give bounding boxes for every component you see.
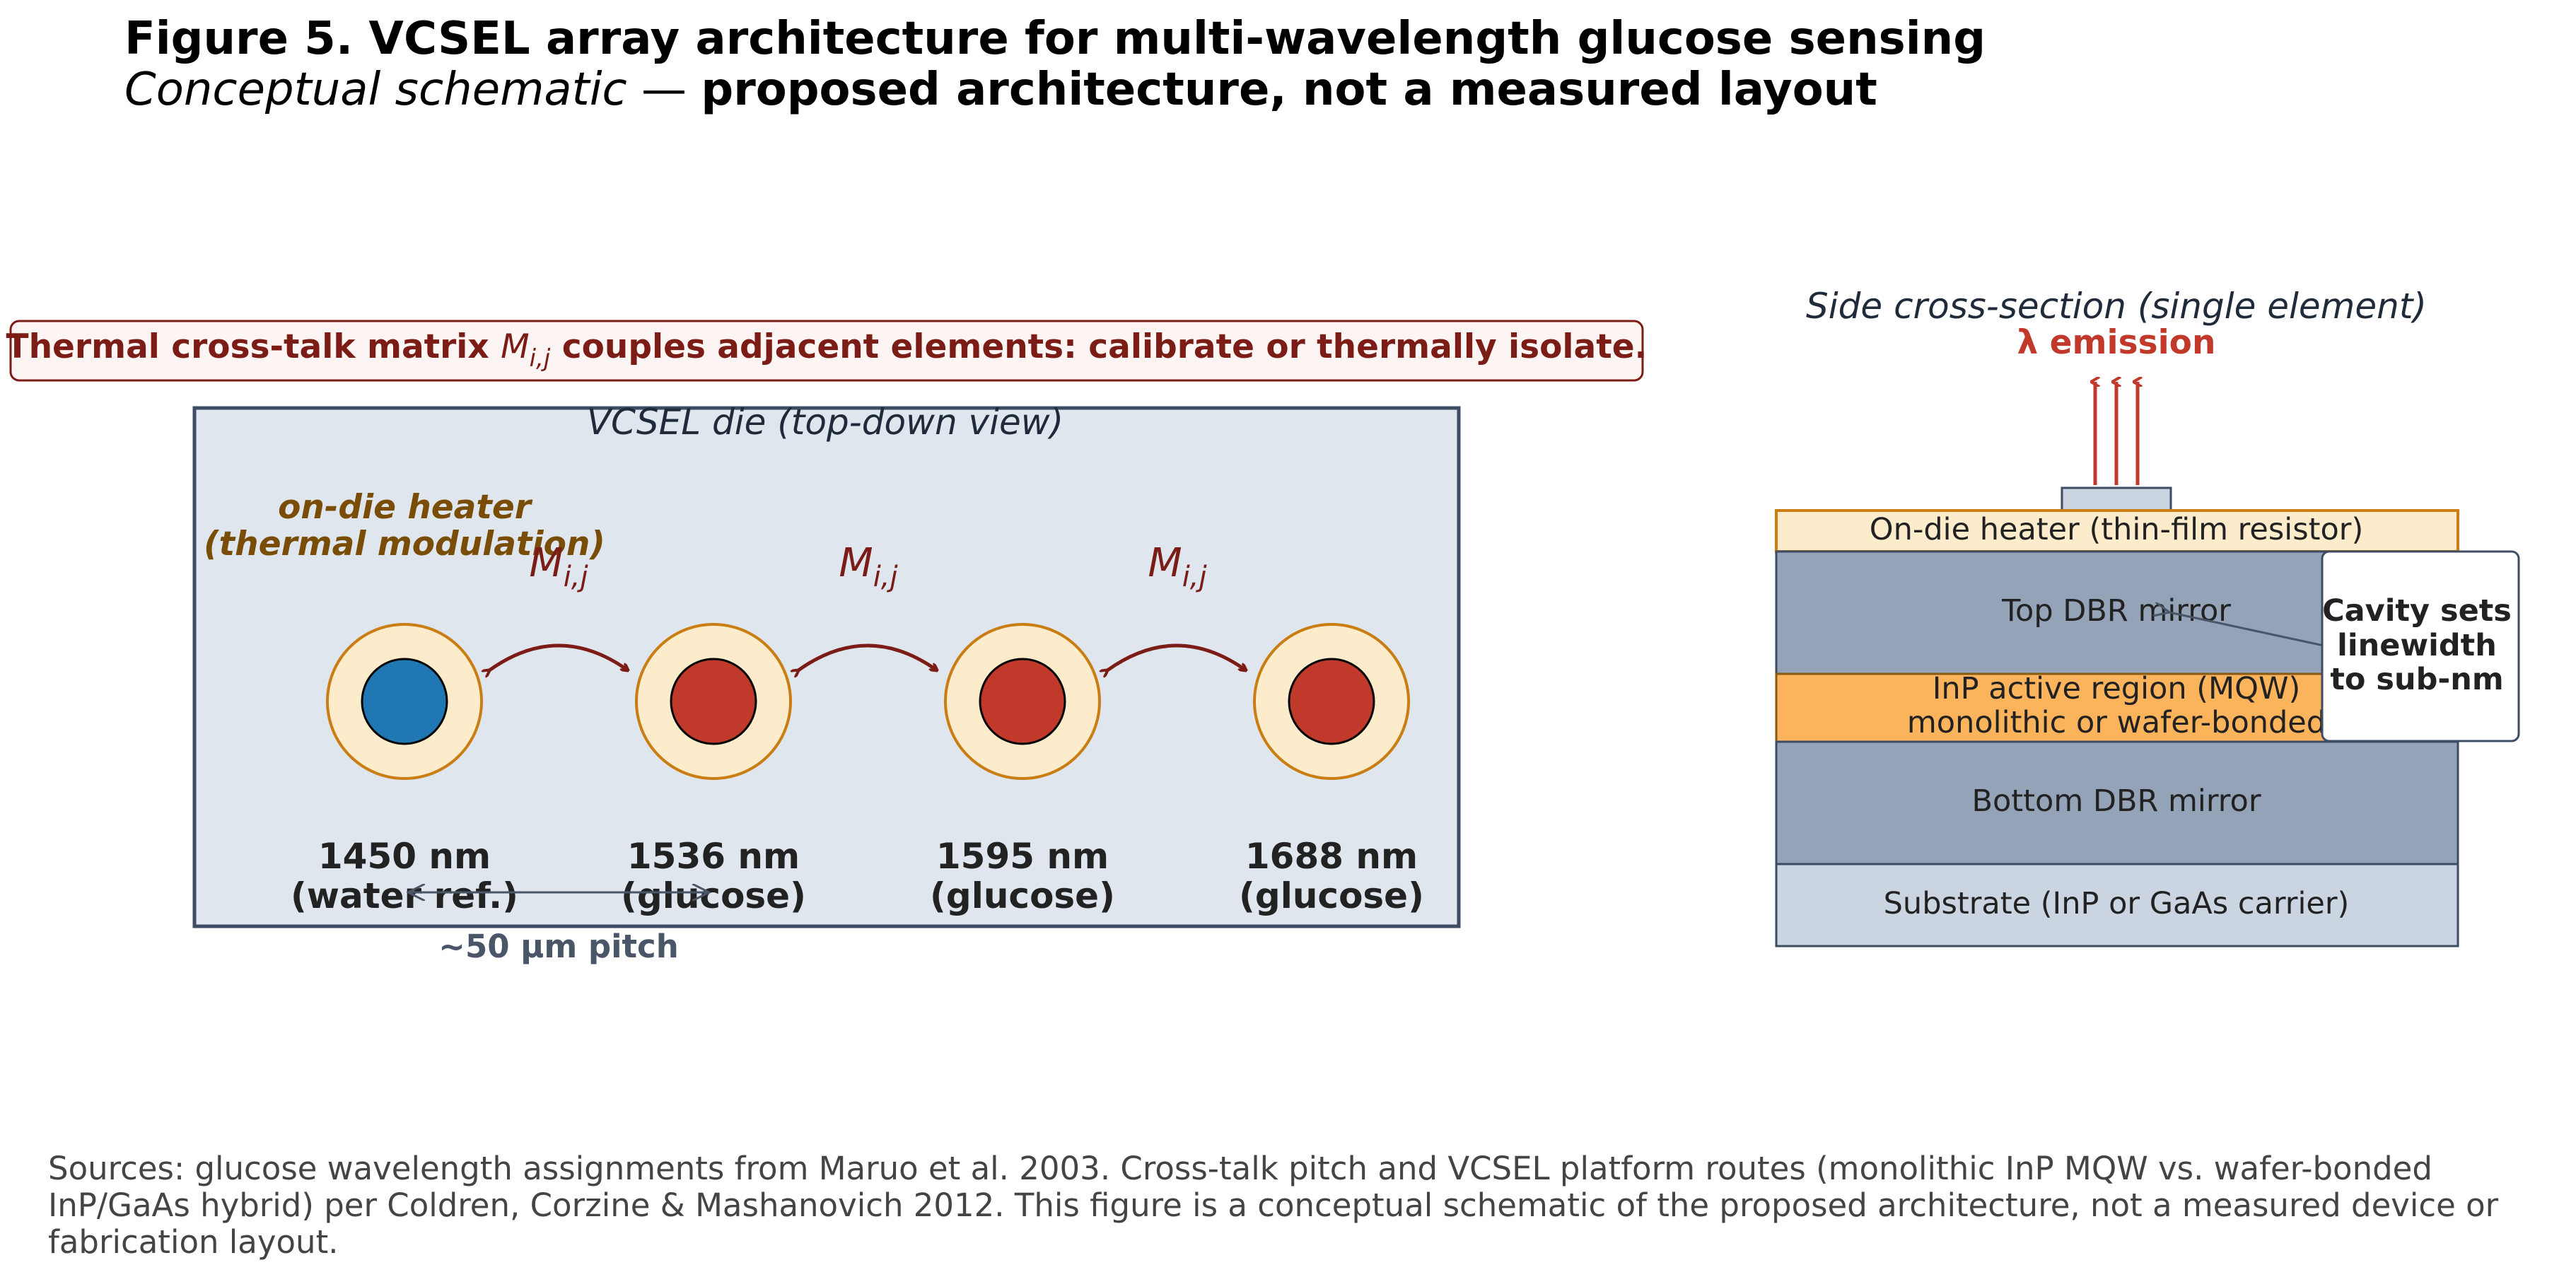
subtitle-dash: — (627, 64, 701, 116)
sources-line1: Sources: glucose wavelength assignments … (48, 1150, 2432, 1187)
coupling-arrow (798, 643, 937, 670)
wavelength-label: 1688 nm (1245, 836, 1418, 877)
wavelength-label: 1536 nm (627, 836, 800, 877)
coupling-arrow (1107, 643, 1246, 670)
heater-label-line1: on-die heater (278, 488, 533, 527)
top-dbr-label: Top DBR mirror (2001, 593, 2231, 629)
role-label: (glucose) (621, 875, 806, 916)
callout-line3: to sub-nm (2330, 662, 2503, 697)
vcsel-element: 1688 nm (glucose) (1239, 623, 1424, 916)
substrate-layer (1775, 863, 2459, 947)
emitter (361, 658, 448, 745)
vcsel-element: 1536 nm (glucose) (621, 623, 806, 916)
cross-section-title: Side cross-section (single element) (1806, 286, 2427, 327)
callout-line2: linewidth (2337, 628, 2497, 663)
die-title: VCSEL die (top-down view) (587, 402, 1063, 443)
figure-title: Figure 5. VCSEL array architecture for m… (124, 13, 1986, 65)
callout-leader (2169, 612, 2324, 647)
role-label: (glucose) (1239, 875, 1424, 916)
role-label: (glucose) (930, 875, 1115, 916)
crosstalk-banner-text: Thermal cross-talk matrix Mi,j couples a… (6, 327, 1648, 373)
cavity-callout (2321, 550, 2520, 742)
role-label: (water ref.) (291, 875, 518, 916)
coupling-label: Mi,j (529, 540, 588, 593)
sources-line3: fabrication layout. (48, 1223, 339, 1261)
pitch-label: ~50 µm pitch (438, 928, 679, 965)
subtitle-italic: Conceptual schematic (124, 64, 627, 116)
bottom-dbr-label: Bottom DBR mirror (1971, 783, 2261, 819)
figure-subtitle: Conceptual schematic — proposed architec… (124, 64, 1877, 116)
wavelength-label: 1450 nm (318, 836, 491, 877)
emitter (670, 658, 757, 745)
crosstalk-banner (9, 320, 1644, 382)
heater-layer-label: On-die heater (thin-film resistor) (1870, 512, 2363, 547)
emission-label: λ emission (2017, 323, 2216, 362)
subtitle-bold: proposed architecture, not a measured la… (701, 64, 1877, 116)
sources-line2: InP/GaAs hybrid) per Coldren, Corzine & … (48, 1186, 2499, 1224)
substrate-label: Substrate (InP or GaAs carrier) (1884, 886, 2350, 921)
callout-line1: Cavity sets (2322, 593, 2512, 629)
coupling-label: Mi,j (1148, 540, 1207, 593)
heater-label-line2: (thermal modulation) (204, 525, 605, 564)
coupling-arrow (489, 643, 628, 670)
vcsel-element: 1595 nm (glucose) (930, 623, 1115, 916)
emitter (1288, 658, 1375, 745)
coupling-label: Mi,j (839, 540, 898, 593)
emitter (979, 658, 1066, 745)
vcsel-element: 1450 nm (water ref.) (291, 623, 518, 916)
top-contact (2061, 486, 2172, 512)
bottom-dbr-layer (1775, 740, 2459, 865)
active-region-label: InP active region (MQW) (1933, 671, 2301, 706)
active-region-sublabel: monolithic or wafer-bonded (1907, 705, 2326, 740)
wavelength-label: 1595 nm (936, 836, 1109, 877)
